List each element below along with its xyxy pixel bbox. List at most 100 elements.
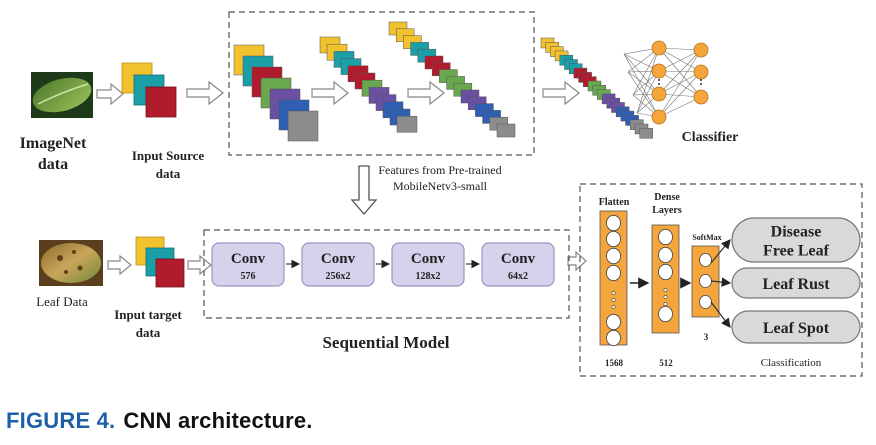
- classifier-label: Classifier: [682, 130, 739, 145]
- node: [606, 313, 621, 331]
- output-arrow: [710, 239, 731, 264]
- feature-map-stack: [319, 36, 418, 133]
- feature-map-stack: [388, 21, 516, 138]
- block-arrow: [311, 80, 349, 106]
- dense-size: 512: [659, 358, 673, 368]
- conv-block: [301, 242, 375, 287]
- conv-block-size: 576: [241, 271, 256, 282]
- ellipsis-dot: [700, 79, 702, 81]
- block-arrow: [407, 80, 445, 106]
- node: [606, 329, 621, 347]
- leaf-data-image: [39, 240, 103, 286]
- output-arrow: [710, 277, 732, 287]
- connection: [636, 47, 660, 114]
- feature-map: [287, 110, 319, 142]
- conv-block-title: Conv: [411, 251, 446, 267]
- connection: [658, 49, 702, 95]
- dense-label: Dense: [654, 192, 680, 203]
- conv-block-title: Conv: [231, 251, 266, 267]
- block-arrow: [567, 250, 587, 272]
- connection: [636, 70, 660, 114]
- features-label-line2: MobileNetv3-small: [393, 179, 488, 193]
- output-class-pill: [731, 267, 861, 299]
- input-source-label-line2: data: [156, 166, 181, 181]
- connection: [658, 49, 702, 118]
- ellipsis-dot: [611, 291, 616, 295]
- ellipsis-dot: [611, 305, 616, 309]
- connection: [658, 47, 702, 73]
- neuron: [651, 86, 667, 102]
- node: [606, 214, 621, 232]
- node: [606, 230, 621, 248]
- connection: [658, 47, 702, 98]
- output-class-pill: [731, 217, 861, 263]
- conv-block-title: Conv: [501, 251, 536, 267]
- neuron: [651, 63, 667, 79]
- ellipsis-dot: [663, 288, 668, 292]
- node: [606, 264, 621, 282]
- node: [699, 273, 712, 288]
- conv-block: [391, 242, 465, 287]
- caption-text: CNN architecture.: [123, 408, 313, 433]
- ellipsis-dot: [658, 79, 660, 81]
- input-target-stack: [135, 236, 185, 288]
- neuron: [651, 40, 667, 56]
- output-arrow: [710, 301, 731, 328]
- feature-map-stack: [233, 44, 319, 142]
- neuron: [693, 89, 709, 105]
- flatten-nodes: [606, 214, 621, 347]
- leaf-data-label: Leaf Data: [36, 294, 88, 309]
- input-source-label: Input Source: [132, 148, 205, 163]
- connection: [658, 49, 702, 72]
- ellipsis-dot: [611, 298, 616, 302]
- classification-label: Classification: [761, 357, 822, 369]
- output-class-pill: [731, 310, 861, 344]
- input-target-label-line2: data: [136, 325, 161, 340]
- softmax-size: 3: [704, 332, 709, 342]
- pretrained-features-box: [228, 11, 535, 156]
- sequential-model-label: Sequential Model: [322, 333, 449, 352]
- output-class-label: Free Leaf: [763, 243, 830, 260]
- input-source-stack: [121, 62, 177, 118]
- figure-caption: FIGURE 4. CNN architecture.: [6, 408, 313, 434]
- output-class-label: Leaf Rust: [762, 276, 830, 293]
- ellipsis-dot: [658, 83, 660, 85]
- connection: [658, 71, 702, 118]
- conv-block: [211, 242, 285, 287]
- flatten-label: Flatten: [599, 197, 630, 208]
- connection: [658, 96, 702, 118]
- node: [699, 252, 712, 267]
- ellipsis-dot: [663, 302, 668, 306]
- imagenet-label-line2: data: [38, 156, 68, 173]
- conv-block-size: 64x2: [508, 271, 528, 282]
- node: [658, 263, 673, 281]
- node: [699, 294, 712, 309]
- conv-block-size: 128x2: [416, 271, 441, 282]
- feature-map: [639, 128, 653, 139]
- connection: [623, 53, 660, 95]
- block-arrow: [96, 82, 124, 106]
- block-arrow: [542, 80, 580, 106]
- neuron: [693, 42, 709, 58]
- feature-map: [396, 115, 418, 133]
- conv-block: [481, 242, 555, 287]
- output-class-label: Disease: [771, 224, 822, 241]
- connection: [632, 47, 660, 96]
- ellipsis-dot: [700, 83, 702, 85]
- softmax-nodes: [699, 252, 712, 309]
- conv-blocks: Conv 576 Conv 256x2 Conv 128x2 Conv 64x2: [211, 242, 555, 287]
- node: [658, 305, 673, 323]
- connection: [623, 53, 660, 118]
- node: [658, 228, 673, 246]
- neuron: [693, 64, 709, 80]
- cnn-architecture-diagram: ImageNet data Input Source data Classifi…: [20, 11, 863, 377]
- block-arrow: [187, 254, 212, 276]
- conv-block-size: 256x2: [326, 271, 351, 282]
- block-arrow: [186, 80, 224, 106]
- caption-number: FIGURE 4.: [6, 408, 116, 433]
- classification-box: [579, 183, 863, 377]
- block-arrow: [107, 254, 132, 276]
- softmax-label: SoftMax: [692, 233, 721, 242]
- conv-block-title: Conv: [321, 251, 356, 267]
- output-class-label: Leaf Spot: [763, 320, 830, 337]
